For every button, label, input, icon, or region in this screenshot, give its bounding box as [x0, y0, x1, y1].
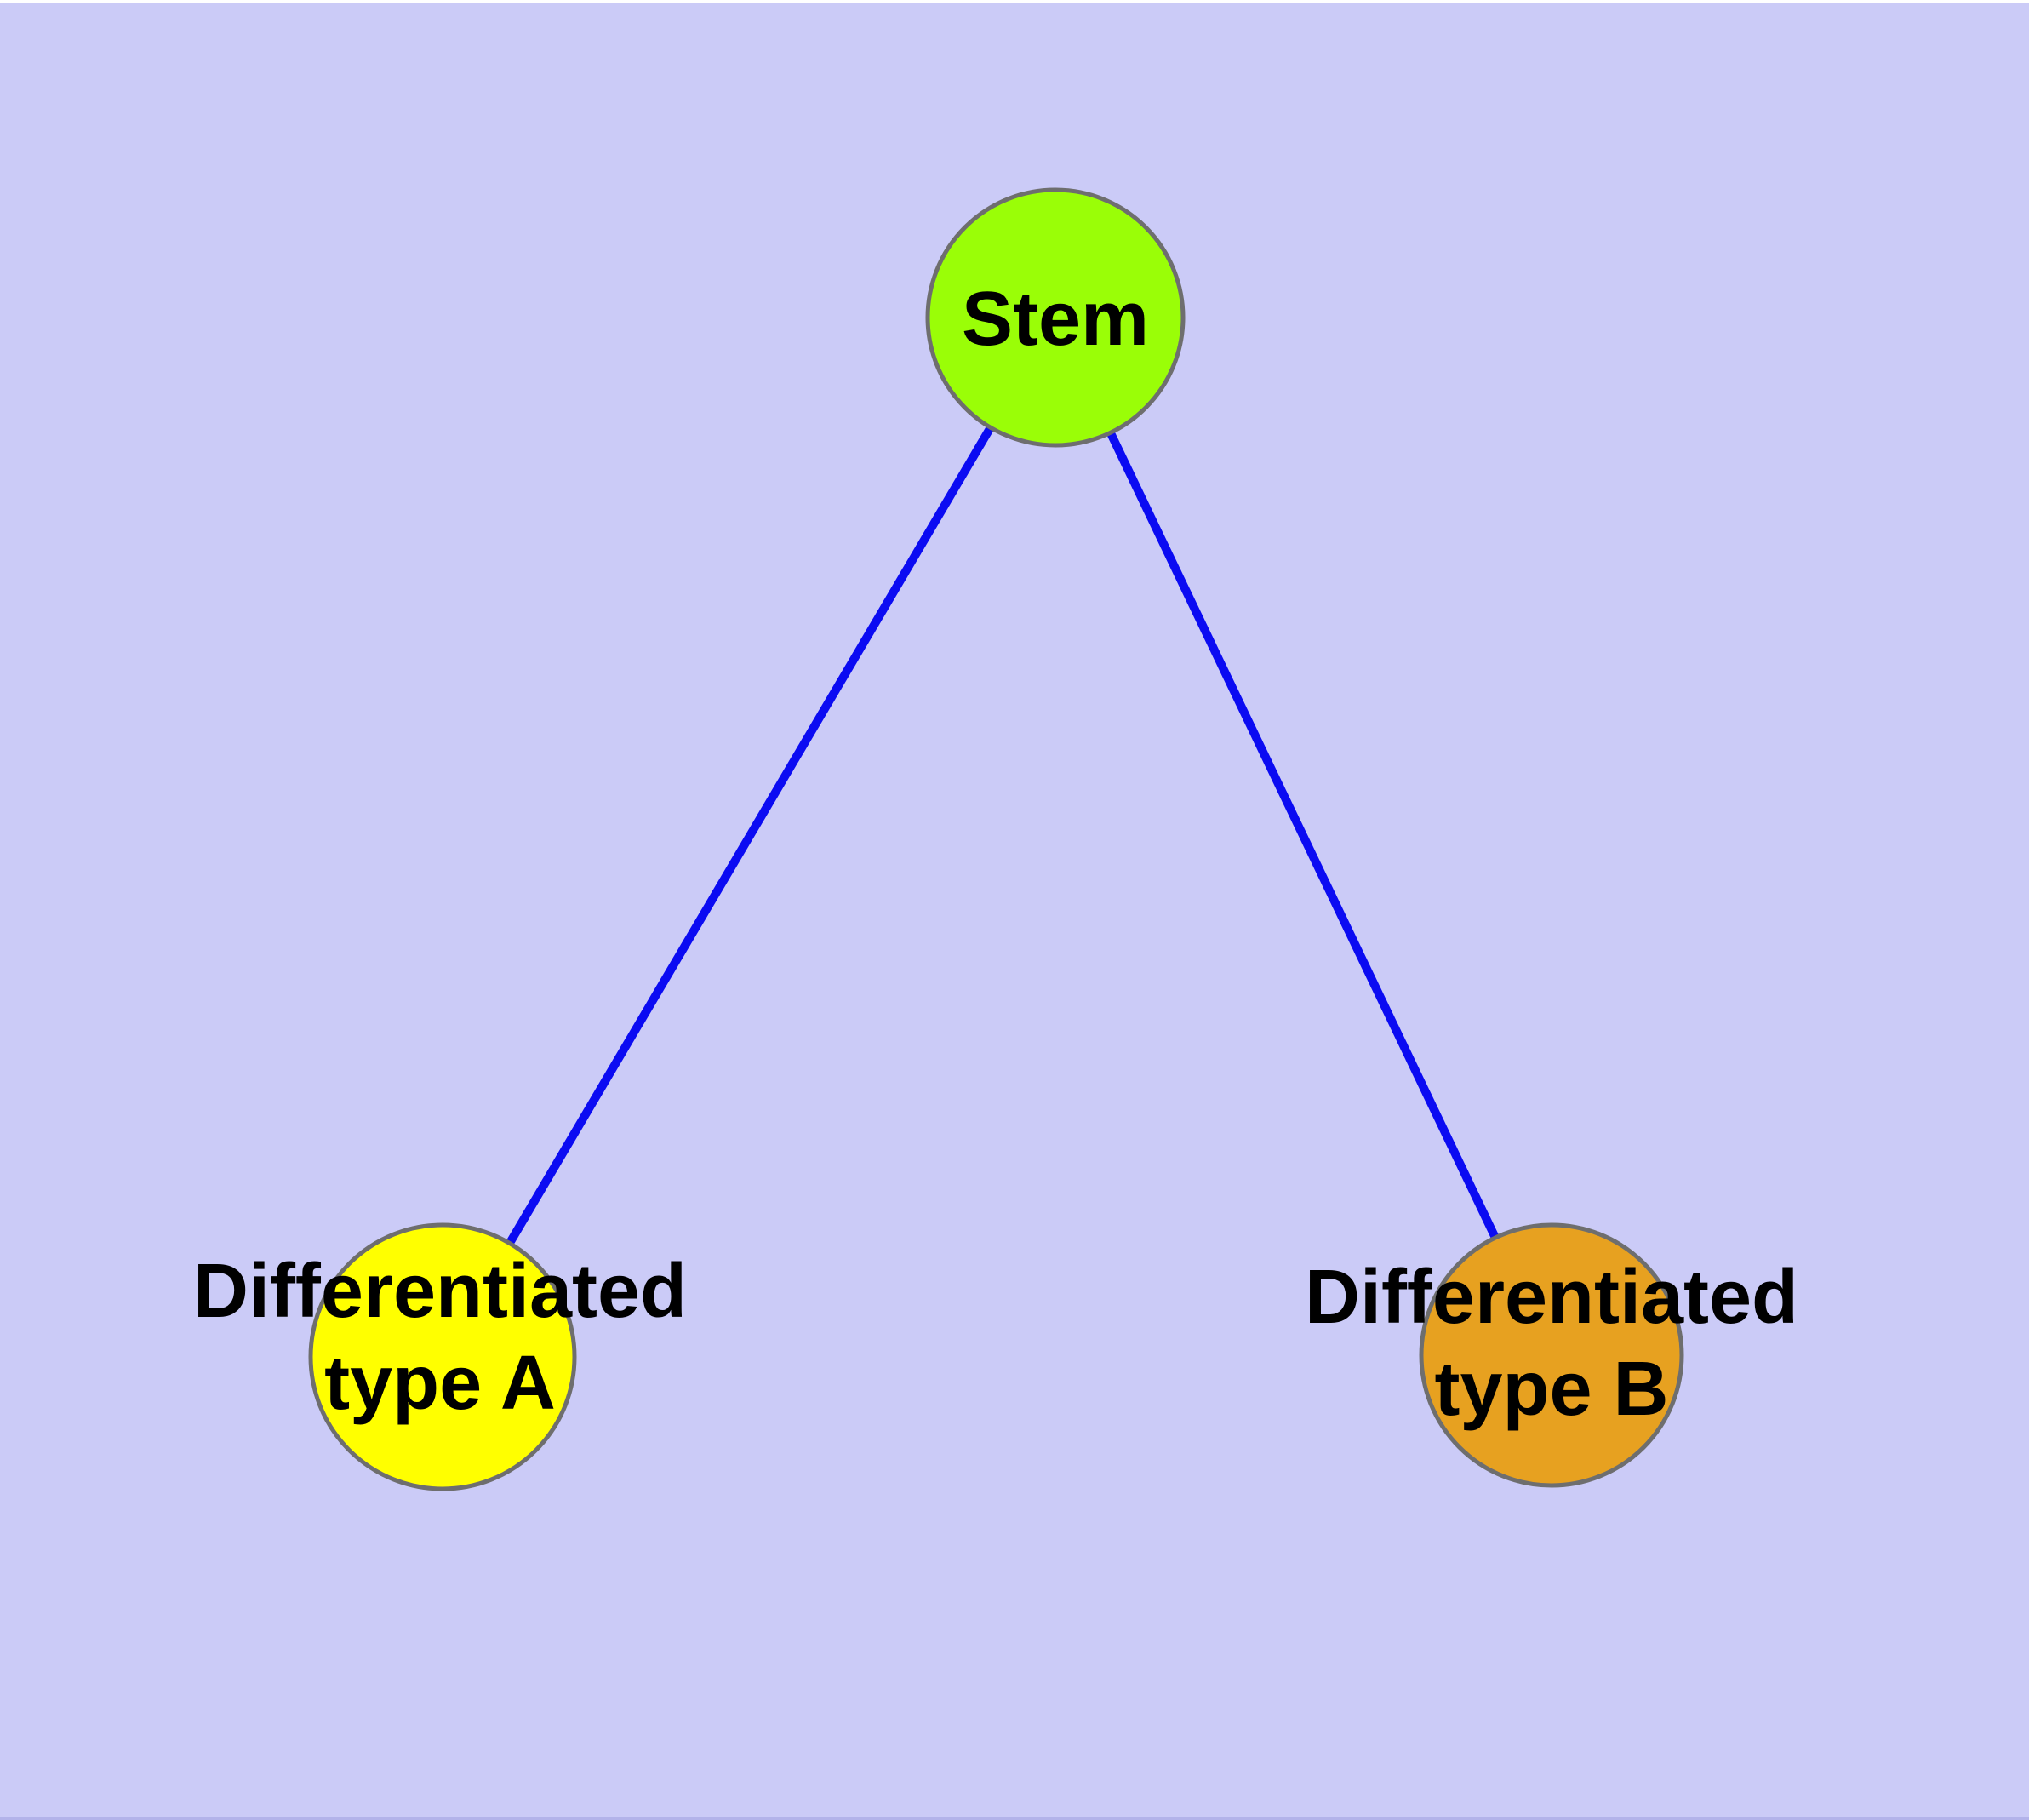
edge-stem-to-type-a [438, 315, 1060, 1359]
node-stem-label: Stem [962, 277, 1149, 362]
node-stem-circle [925, 187, 1186, 448]
node-type-a-label-line1: Differentiated [193, 1249, 687, 1334]
node-type-b-label-line2: type B [1434, 1347, 1668, 1432]
node-type-b-circle [1419, 1222, 1684, 1488]
node-type-a-label-line2: type A [324, 1341, 556, 1426]
bottom-margin-strip [0, 1817, 2029, 1820]
node-type-b-label-line1: Differentiated [1305, 1255, 1798, 1340]
edge-stem-to-type-b [1051, 315, 1556, 1358]
top-margin-strip [0, 0, 2029, 3]
node-type-a-circle [308, 1222, 577, 1491]
